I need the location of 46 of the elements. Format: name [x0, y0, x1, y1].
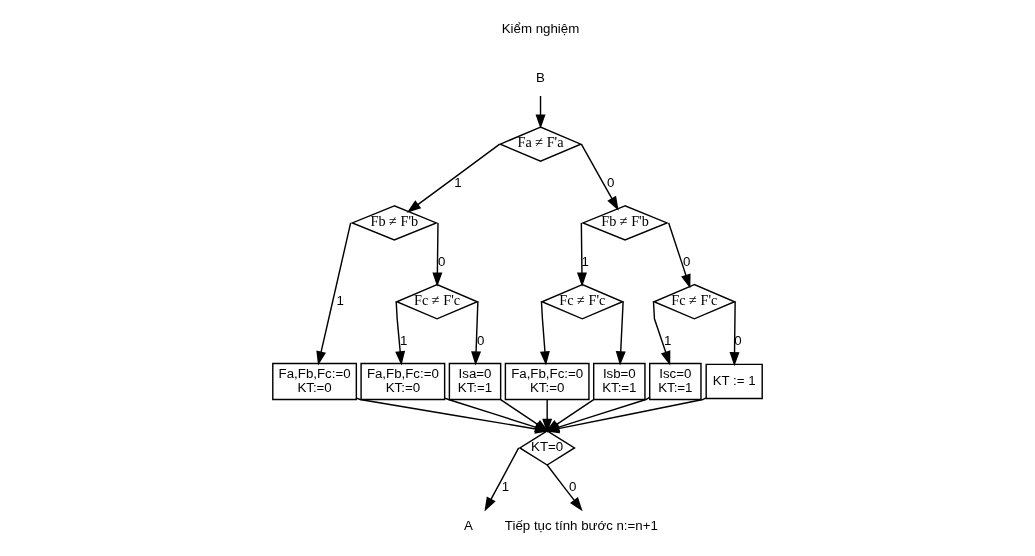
node-box: Fa,Fb,Fc:=0 KT:=0 [272, 362, 358, 401]
edge-label: 0 [683, 253, 691, 269]
node-box: Fa,Fb,Fc:=0 KT:=0 [504, 362, 590, 401]
arrow [729, 301, 740, 367]
arrow [668, 222, 691, 289]
edge-label: 0 [607, 175, 615, 191]
arrow [535, 95, 546, 129]
edge-label: 1 [664, 332, 672, 348]
arrow [471, 301, 482, 366]
node-box: Isa=0 KT:=1 [448, 362, 502, 401]
arrow [615, 301, 626, 366]
node-diamond: Fa ≠ F'a [498, 126, 583, 162]
arrow [542, 398, 553, 433]
arrow [546, 464, 583, 512]
arrow [484, 447, 520, 512]
node-text: B [536, 70, 545, 86]
arrow [580, 143, 619, 211]
edge-label: 1 [400, 332, 408, 348]
edge-label: 1 [501, 478, 510, 494]
node-box: Isc=0 KT:=1 [649, 362, 702, 401]
arrow [432, 222, 443, 287]
arrow [316, 222, 352, 366]
node-box: Isb=0 KT:=1 [593, 362, 646, 401]
node-text: A [463, 518, 473, 534]
node-diamond: Fc ≠ F'c [394, 283, 480, 320]
edge-label: 0 [569, 478, 577, 494]
arrow [576, 222, 587, 287]
edge-label: 0 [477, 332, 485, 348]
node-box: Fa,Fb,Fc:=0 KT:=0 [360, 362, 446, 401]
node-diamond: KT=0 [518, 430, 576, 466]
node-box: KT := 1 [705, 363, 763, 400]
edge-label: 1 [336, 293, 344, 309]
edge-label: 1 [454, 175, 462, 191]
arrow [652, 301, 671, 366]
edge-label: 0 [734, 332, 742, 348]
label: Kiểm nghiệm [501, 20, 580, 36]
node-diamond: Fb ≠ F'b [581, 205, 669, 241]
node-text: Tiếp tục tính bước n:=n+1 [504, 518, 658, 534]
arrow [395, 301, 406, 366]
arrow [406, 143, 501, 213]
arrow [539, 301, 550, 366]
node-diamond: Fc ≠ F'c [652, 283, 737, 320]
edge-label: 1 [581, 253, 589, 269]
node-diamond: Fb ≠ F'b [350, 205, 439, 241]
node-diamond: Fc ≠ F'c [540, 283, 625, 320]
edge-label: 0 [438, 253, 446, 269]
